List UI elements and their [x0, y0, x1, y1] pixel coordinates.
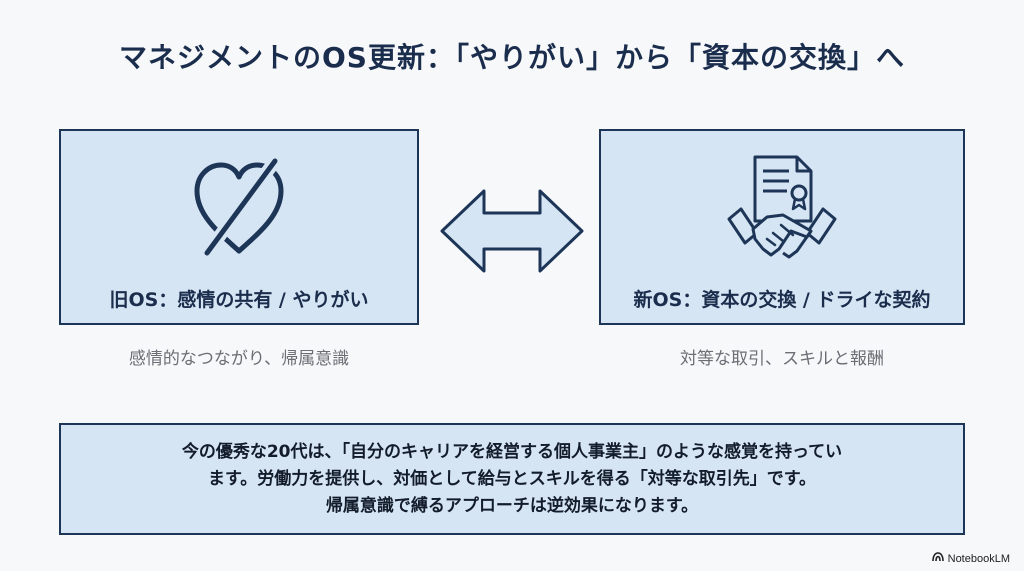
contract-handshake-icon [727, 153, 837, 272]
brand-name: NotebookLM [947, 552, 1010, 565]
new-os-label: 新OS：資本の交換 / ドライな契約 [633, 289, 931, 311]
slide-title: マネジメントのOS更新：「やりがい」から「資本の交換」へ [119, 41, 905, 74]
old-os-label: 旧OS：感情の共有 / やりがい [109, 289, 369, 311]
crossed-heart-icon [189, 153, 289, 267]
summary-note-box: 今の優秀な20代は、「自分のキャリアを経営する個人事業主」のような感覚を持ってい… [59, 423, 965, 535]
double-arrow-icon [438, 185, 586, 281]
notebooklm-watermark: NotebookLM [931, 552, 1010, 565]
notebooklm-logo-icon [931, 552, 944, 565]
note-line-3: 帰属意識で縛るアプローチは逆効果になります。 [325, 495, 699, 516]
note-line-2: ます。労働力を提供し、対価として給与とスキルを得る「対等な取引先」です。 [207, 468, 817, 489]
old-os-caption: 感情的なつながり、帰属意識 [128, 349, 350, 369]
new-os-card: 新OS：資本の交換 / ドライな契約 [599, 129, 965, 325]
new-os-caption: 対等な取引、スキルと報酬 [680, 349, 884, 369]
old-os-card: 旧OS：感情の共有 / やりがい [59, 129, 419, 325]
note-line-1: 今の優秀な20代は、「自分のキャリアを経営する個人事業主」のような感覚を持ってい [181, 441, 843, 462]
